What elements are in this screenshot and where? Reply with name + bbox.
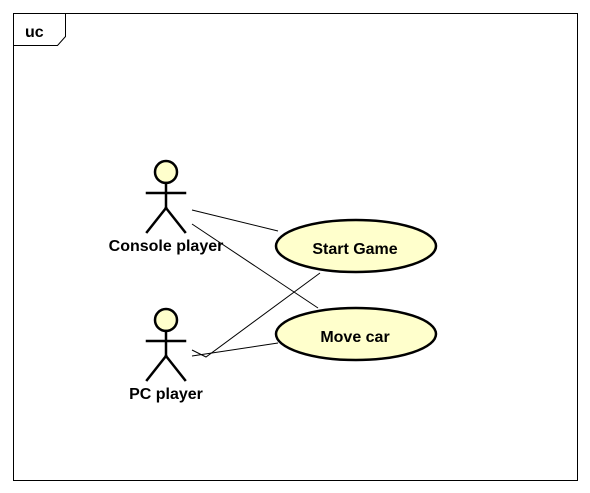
use-case-label: Move car [320, 329, 389, 346]
association-pc-move [191, 342, 279, 357]
actor-label: PC player [129, 386, 203, 403]
actor-head [153, 159, 179, 185]
use-case-ellipse [274, 306, 438, 362]
association-console-start [191, 209, 279, 232]
actor-label: Console player [109, 238, 224, 255]
actor-console-player[interactable]: Console player [109, 159, 224, 255]
actor-pc-player[interactable]: PC player [129, 307, 203, 403]
actor-left-leg [145, 354, 168, 382]
actor-left-leg [145, 206, 168, 234]
use-case-start-game[interactable]: Start Game [274, 218, 438, 274]
association-console-move [191, 223, 319, 309]
actor-right-leg [164, 354, 187, 382]
frame-title: uc [25, 24, 44, 41]
use-case-move-car[interactable]: Move car [274, 306, 438, 362]
associations [191, 209, 321, 358]
actor-head [153, 307, 179, 333]
frame-tab [13, 13, 66, 46]
association-pc-start [191, 272, 321, 358]
actor-right-leg [164, 206, 187, 234]
use-case-label: Start Game [312, 241, 397, 258]
use-case-ellipse [274, 218, 438, 274]
